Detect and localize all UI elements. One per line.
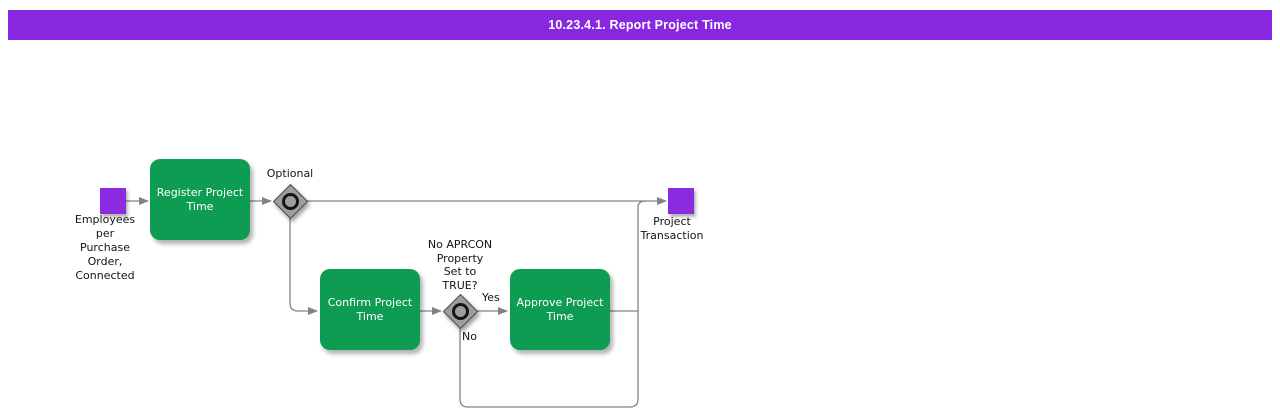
connector-no-loop bbox=[459, 200, 647, 408]
gateway-optional-label: Optional bbox=[266, 167, 314, 180]
gateway-aprcon bbox=[442, 293, 479, 330]
yes-branch-label: Yes bbox=[482, 291, 500, 304]
task-label: Approve Project Time bbox=[516, 295, 604, 323]
connector-gateway1-to-confirm bbox=[289, 218, 318, 315]
task-label: Register Project Time bbox=[156, 185, 244, 213]
gateway-aprcon-question-label: No APRCON Property Set to TRUE? bbox=[427, 238, 493, 292]
end-event-icon[interactable] bbox=[668, 188, 694, 214]
start-event-label: Employees per Purchase Order, Connected bbox=[74, 213, 136, 282]
end-event-label: Project Transaction bbox=[640, 215, 704, 242]
task-label: Confirm Project Time bbox=[327, 295, 413, 323]
inclusive-gateway-icon bbox=[451, 302, 469, 320]
start-event-icon[interactable] bbox=[100, 188, 126, 214]
inclusive-gateway-icon bbox=[281, 192, 299, 210]
task-approve-project-time[interactable]: Approve Project Time bbox=[510, 269, 610, 350]
title-bar: 10.23.4.1. Report Project Time bbox=[8, 10, 1272, 40]
gateway-optional bbox=[272, 183, 309, 220]
task-confirm-project-time[interactable]: Confirm Project Time bbox=[320, 269, 420, 350]
task-register-project-time[interactable]: Register Project Time bbox=[150, 159, 250, 240]
page-title: 10.23.4.1. Report Project Time bbox=[548, 18, 732, 32]
no-branch-label: No bbox=[462, 330, 477, 343]
